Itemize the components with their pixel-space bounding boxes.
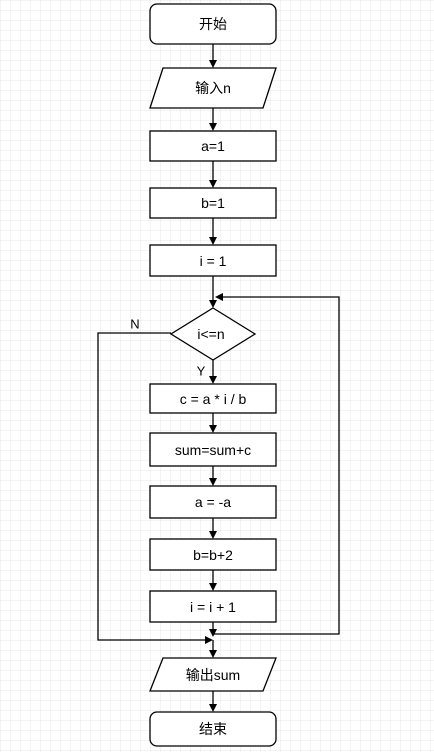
step-a-label: a = -a xyxy=(195,494,231,510)
init-a-node: a=1 xyxy=(149,130,277,162)
step-i-label: i = i + 1 xyxy=(190,599,236,615)
arrowhead xyxy=(209,704,217,712)
arrowhead xyxy=(215,293,223,301)
step-c-label: c = a * i / b xyxy=(180,391,247,407)
init-b-node: b=1 xyxy=(149,187,277,219)
start-node: 开始 xyxy=(149,3,277,45)
output-label: 输出sum xyxy=(186,667,240,683)
arrowhead xyxy=(209,583,217,591)
arrowhead xyxy=(209,478,217,486)
arrowhead xyxy=(209,123,217,131)
step-b-node: b=b+2 xyxy=(149,538,277,571)
arrowhead xyxy=(209,376,217,384)
end-label: 结束 xyxy=(199,721,227,737)
arrowhead xyxy=(209,237,217,245)
arrowhead xyxy=(209,629,217,637)
output-node: 输出sum xyxy=(149,657,277,692)
step-b-label: b=b+2 xyxy=(193,547,233,563)
end-node: 结束 xyxy=(149,711,277,747)
start-label: 开始 xyxy=(199,16,227,32)
condition-label: i<=n xyxy=(197,326,224,342)
init-b-label: b=1 xyxy=(201,195,225,211)
step-a-node: a = -a xyxy=(149,485,277,519)
edges xyxy=(97,44,340,712)
input-node: 输入n xyxy=(149,67,277,109)
arrowhead xyxy=(209,425,217,433)
init-i-node: i = 1 xyxy=(149,244,277,277)
init-a-label: a=1 xyxy=(201,138,225,154)
yes-label: Y xyxy=(197,364,206,379)
arrowhead xyxy=(209,650,217,658)
edge-condition-no xyxy=(97,332,207,641)
no-label: N xyxy=(130,317,139,332)
arrowhead xyxy=(209,300,217,308)
condition-node: i<=n xyxy=(169,307,257,361)
edge-loop-back xyxy=(213,296,340,635)
step-i-node: i = i + 1 xyxy=(149,590,277,623)
arrowhead xyxy=(209,60,217,68)
step-sum-label: sum=sum+c xyxy=(175,442,251,458)
arrowhead xyxy=(205,636,213,644)
step-c-node: c = a * i / b xyxy=(149,383,277,414)
arrowhead xyxy=(209,531,217,539)
init-i-label: i = 1 xyxy=(200,253,227,269)
input-label: 输入n xyxy=(195,80,231,96)
arrowhead xyxy=(209,180,217,188)
step-sum-node: sum=sum+c xyxy=(149,432,277,467)
